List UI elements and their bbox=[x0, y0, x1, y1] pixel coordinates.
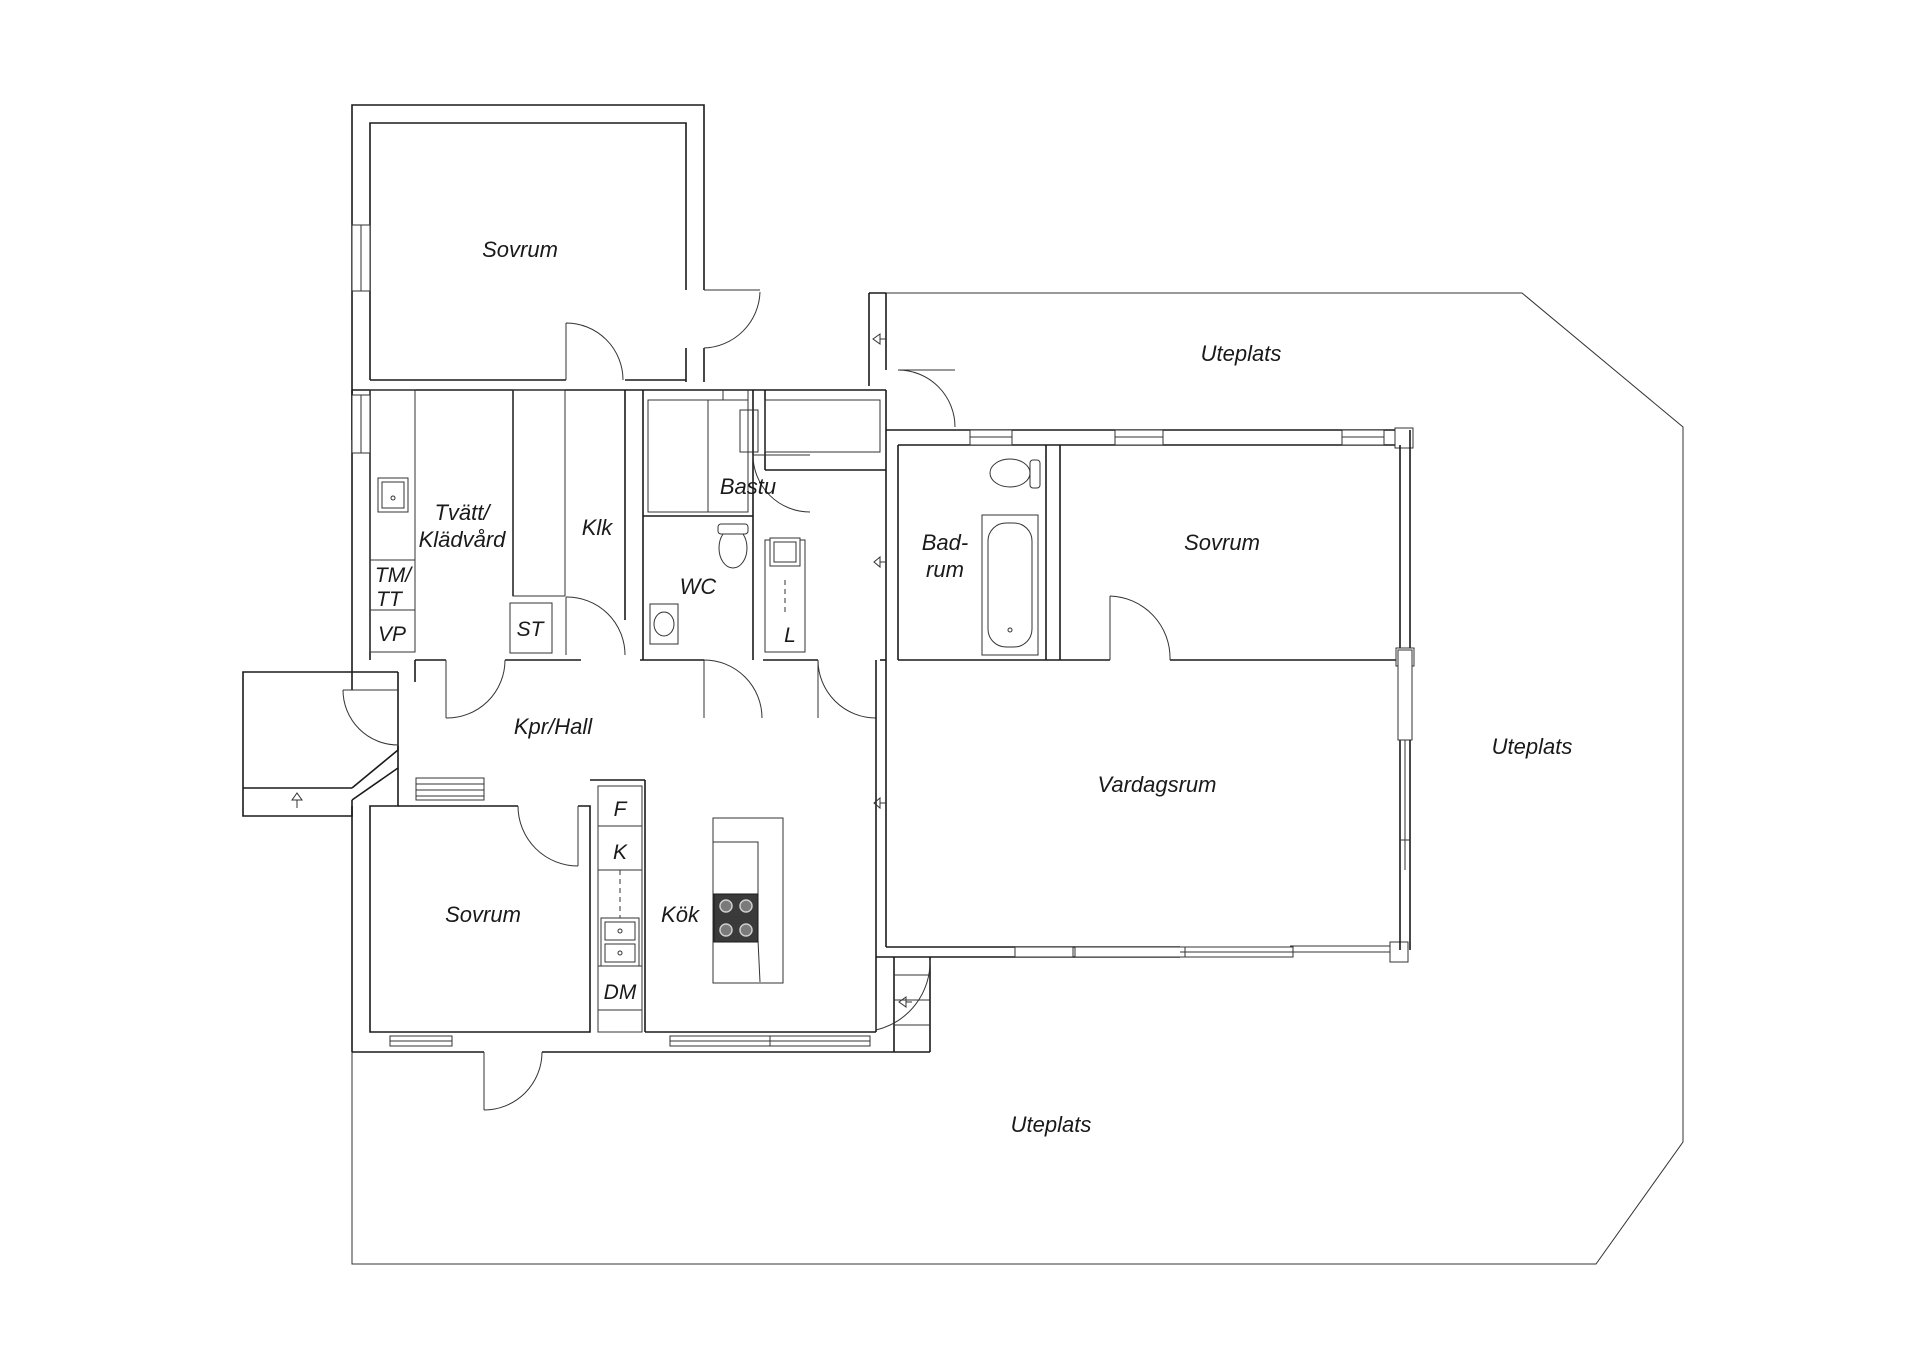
bath-windows bbox=[969, 427, 1414, 449]
laundry-counter bbox=[369, 389, 416, 653]
kitchen-island bbox=[712, 817, 784, 984]
door-wc[interactable] bbox=[703, 659, 763, 719]
label-tm: TM/ bbox=[375, 564, 413, 587]
door-sw-bedroom[interactable] bbox=[517, 805, 579, 867]
label-sovrum-southwest: Sovrum bbox=[445, 902, 521, 927]
door-terrace-south[interactable] bbox=[483, 1051, 543, 1111]
sink-icon bbox=[769, 537, 801, 567]
north-bedroom-window bbox=[351, 224, 371, 292]
label-uteplats-east: Uteplats bbox=[1492, 734, 1573, 759]
label-badrum-2: rum bbox=[926, 557, 964, 582]
sink-icon bbox=[377, 477, 409, 513]
laundry-walls bbox=[351, 389, 886, 742]
label-wc: WC bbox=[680, 574, 717, 599]
toilet-icon bbox=[717, 523, 749, 569]
door-terrace-north[interactable] bbox=[897, 369, 956, 428]
label-st: ST bbox=[517, 618, 546, 641]
label-kpr-hall: Kpr/Hall bbox=[514, 714, 593, 739]
entry-arrow-icon bbox=[873, 555, 886, 569]
label-klk: Klk bbox=[582, 515, 614, 540]
storage-st bbox=[509, 602, 553, 654]
stove-icon bbox=[713, 893, 759, 943]
door-l[interactable] bbox=[817, 659, 877, 719]
label-k: K bbox=[613, 841, 628, 864]
label-tt: TT bbox=[376, 588, 404, 611]
label-l: L bbox=[784, 624, 796, 647]
label-uteplats-south: Uteplats bbox=[1011, 1112, 1092, 1137]
label-vardagsrum: Vardagsrum bbox=[1097, 772, 1216, 797]
door-klk[interactable] bbox=[565, 322, 624, 381]
door-north-bedroom[interactable] bbox=[703, 289, 761, 349]
label-vp: VP bbox=[378, 623, 406, 646]
laundry-window bbox=[351, 394, 371, 454]
label-dm: DM bbox=[604, 981, 637, 1004]
door-front[interactable] bbox=[342, 689, 399, 746]
label-tvatt-1: Tvätt/ bbox=[434, 500, 491, 525]
kitchen-walls bbox=[351, 768, 930, 1053]
sink-icon bbox=[600, 917, 640, 967]
bathroom-walls bbox=[868, 292, 1410, 661]
terrace-outline bbox=[351, 292, 1684, 1265]
south-entry-walls bbox=[893, 957, 931, 1052]
label-uteplats-north: Uteplats bbox=[1201, 341, 1282, 366]
shoe-rack bbox=[415, 777, 485, 801]
label-f: F bbox=[614, 798, 628, 821]
entry-arrow-icon bbox=[291, 792, 303, 808]
door-klk-south[interactable] bbox=[565, 596, 626, 656]
entry-arrow-icon bbox=[873, 796, 886, 810]
label-badrum-1: Bad- bbox=[922, 530, 968, 555]
sauna-bench-upper bbox=[764, 399, 881, 453]
closet-klk bbox=[512, 389, 566, 597]
entry-arrow-icon bbox=[872, 333, 886, 345]
glass-door-east[interactable] bbox=[1397, 649, 1413, 950]
sauna-bench bbox=[647, 399, 749, 513]
label-sovrum-north: Sovrum bbox=[482, 237, 558, 262]
door-east-bedroom[interactable] bbox=[1109, 595, 1171, 661]
sw-bedroom-windows bbox=[389, 1035, 453, 1047]
toilet-icon bbox=[989, 458, 1041, 489]
door-sauna[interactable] bbox=[752, 454, 811, 513]
door-south-hall[interactable] bbox=[875, 959, 931, 1031]
label-kok: Kök bbox=[661, 902, 700, 927]
entry-walls bbox=[242, 671, 399, 817]
sauna-wc-walls bbox=[642, 390, 887, 670]
sink-icon bbox=[649, 603, 679, 645]
label-tvatt-2: Klädvård bbox=[419, 527, 507, 552]
label-bastu: Bastu bbox=[720, 474, 776, 499]
label-sovrum-east: Sovrum bbox=[1184, 530, 1260, 555]
door-laundry[interactable] bbox=[445, 659, 506, 719]
bathtub-icon bbox=[981, 514, 1039, 656]
sauna-heater bbox=[739, 409, 759, 453]
entry-arrow-icon bbox=[898, 996, 912, 1008]
kitchen-windows bbox=[669, 1035, 871, 1047]
